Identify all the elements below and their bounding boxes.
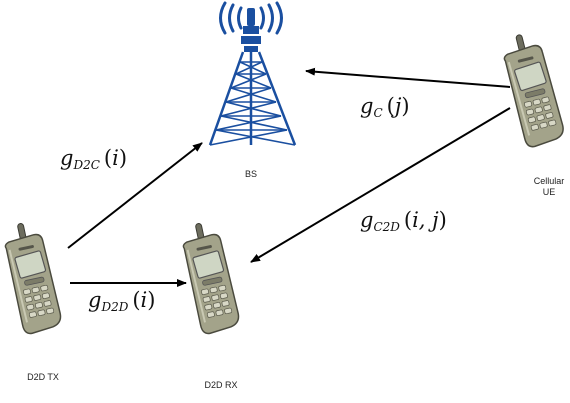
cellular-ue-phone-icon [498,28,567,150]
d2d-rx-label: D2D RX [204,380,238,390]
arrow-ue-to-rx [250,107,511,263]
d2d-tx-phone-icon [0,218,64,336]
cellular-ue-label-line1: Cellular [533,176,565,186]
d2d-rx-phone-icon [178,218,242,336]
d2d-tx-label: D2D TX [27,372,59,382]
cellular-ue-label: Cellular UE [527,176,570,198]
arrow-tx-to-bs [67,142,203,249]
arrow-ue-to-bs [305,67,511,88]
channel-label-g-c: gC(j) [360,94,410,120]
bs-label: BS [244,169,257,179]
radio-tower-icon [208,1,297,146]
cellular-ue-label-line2: UE [542,187,556,197]
channel-label-g-d2d: gD2D(i) [88,288,156,314]
channel-label-g-c2d: gC2D(i, j) [360,208,447,234]
channel-label-g-d2c: gD2C(i) [60,146,128,172]
